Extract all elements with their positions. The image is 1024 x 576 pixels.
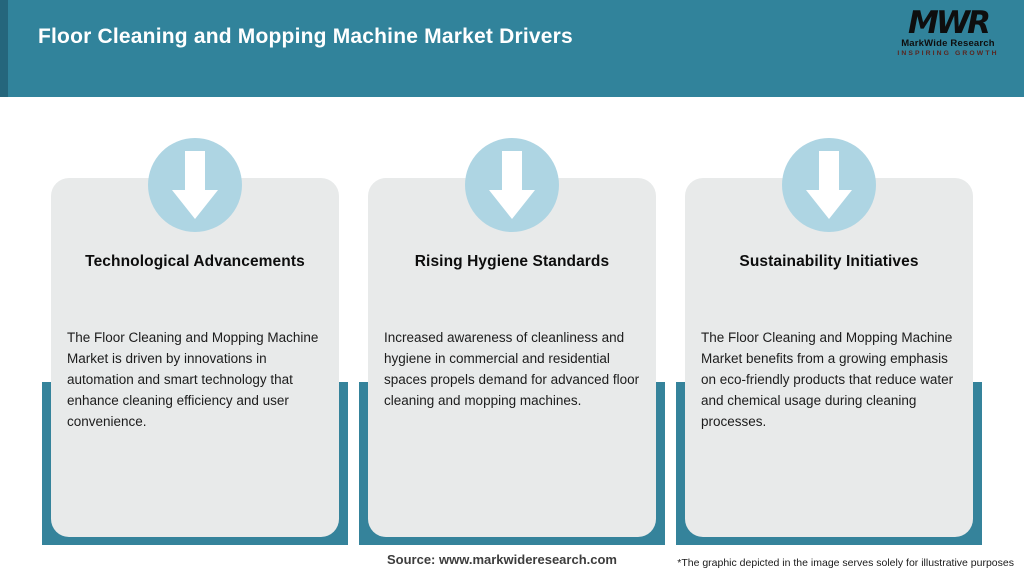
down-arrow-icon bbox=[465, 138, 559, 232]
driver-card-title: Technological Advancements bbox=[85, 253, 305, 270]
driver-column-2: Rising Hygiene Standards Increased aware… bbox=[359, 138, 665, 545]
header-left-accent-stripe bbox=[0, 0, 8, 97]
page-title: Floor Cleaning and Mopping Machine Marke… bbox=[38, 25, 573, 48]
logo-tagline: INSPIRING GROWTH bbox=[897, 50, 999, 57]
down-arrow-icon bbox=[782, 138, 876, 232]
icon-badge bbox=[782, 138, 876, 232]
driver-card: Rising Hygiene Standards Increased aware… bbox=[368, 178, 656, 537]
logo-acronym: MWR bbox=[908, 5, 991, 41]
driver-card-description: The Floor Cleaning and Mopping Machine M… bbox=[701, 330, 954, 429]
driver-card-title: Rising Hygiene Standards bbox=[414, 253, 610, 270]
source-text: Source: www.markwideresearch.com bbox=[386, 552, 617, 567]
logo-company-name: MarkWide Research bbox=[901, 38, 995, 49]
driver-card: Sustainability Initiatives The Floor Cle… bbox=[685, 178, 973, 537]
icon-badge bbox=[148, 138, 242, 232]
driver-card: Technological Advancements The Floor Cle… bbox=[51, 178, 339, 537]
drivers-row: Technological Advancements The Floor Cle… bbox=[42, 138, 982, 545]
driver-column-3: Sustainability Initiatives The Floor Cle… bbox=[676, 138, 982, 545]
down-arrow-icon bbox=[148, 138, 242, 232]
driver-card-description: The Floor Cleaning and Mopping Machine M… bbox=[67, 330, 319, 429]
driver-card-description: Increased awareness of cleanliness and h… bbox=[384, 330, 640, 408]
markwide-research-logo: MWR MarkWide Research INSPIRING GROWTH bbox=[888, 5, 1008, 58]
driver-column-1: Technological Advancements The Floor Cle… bbox=[42, 138, 348, 545]
driver-card-title: Sustainability Initiatives bbox=[739, 253, 919, 270]
header-bar: Floor Cleaning and Mopping Machine Marke… bbox=[0, 0, 1024, 97]
disclaimer-text: *The graphic depicted in the image serve… bbox=[677, 557, 1014, 569]
icon-badge bbox=[465, 138, 559, 232]
